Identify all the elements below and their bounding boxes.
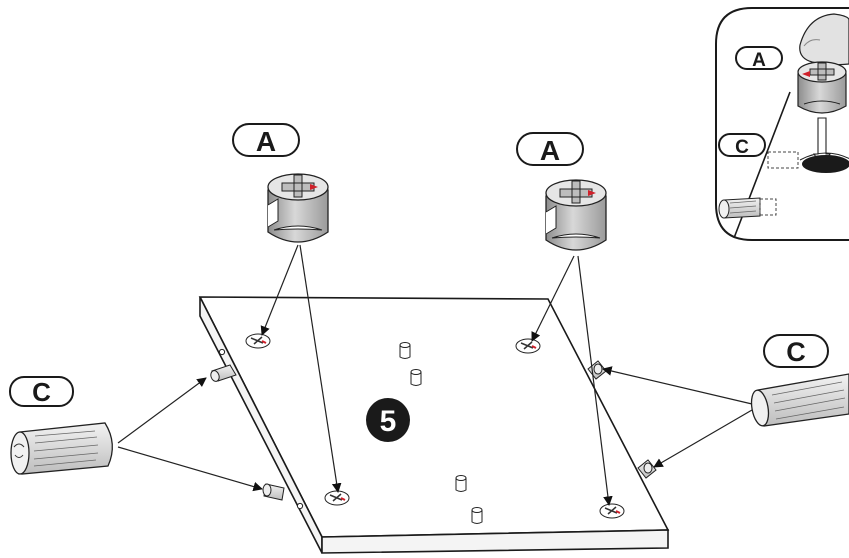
inserted-dowel bbox=[262, 483, 285, 501]
wooden-dowel-icon bbox=[718, 197, 777, 219]
svg-text:C: C bbox=[786, 337, 806, 367]
cam-hole bbox=[324, 490, 350, 506]
svg-text:A: A bbox=[256, 126, 276, 157]
callout-c-left: C bbox=[9, 376, 74, 407]
svg-text:C: C bbox=[735, 137, 749, 158]
inset-callout-a: A bbox=[735, 46, 783, 71]
callout-a-left: A bbox=[232, 123, 300, 157]
inset-detail: A C bbox=[715, 7, 849, 241]
finger-icon bbox=[799, 13, 849, 66]
inserted-dowel bbox=[210, 364, 237, 382]
cam-hole bbox=[599, 503, 625, 519]
svg-text:A: A bbox=[540, 135, 560, 166]
step-number: 5 bbox=[380, 405, 397, 438]
wooden-dowel-icon bbox=[10, 422, 113, 475]
inserted-dowel bbox=[587, 360, 607, 380]
cam-lock-icon bbox=[545, 179, 607, 251]
bolt-socket bbox=[399, 342, 483, 524]
cam-hole bbox=[245, 333, 271, 349]
cam-hole bbox=[515, 338, 541, 354]
cam-lock-icon bbox=[797, 61, 847, 114]
wooden-dowel-icon bbox=[750, 373, 849, 427]
step-badge-icon: 5 bbox=[366, 398, 410, 442]
svg-text:A: A bbox=[752, 50, 766, 71]
inset-callout-c: C bbox=[718, 133, 766, 158]
callout-a-right: A bbox=[516, 132, 584, 166]
callout-c-right: C bbox=[763, 334, 829, 368]
dowel-hole bbox=[767, 151, 799, 169]
svg-text:C: C bbox=[32, 377, 51, 407]
inserted-dowel bbox=[637, 459, 657, 479]
cam-lock-icon bbox=[267, 173, 329, 243]
board-panel bbox=[198, 296, 670, 554]
